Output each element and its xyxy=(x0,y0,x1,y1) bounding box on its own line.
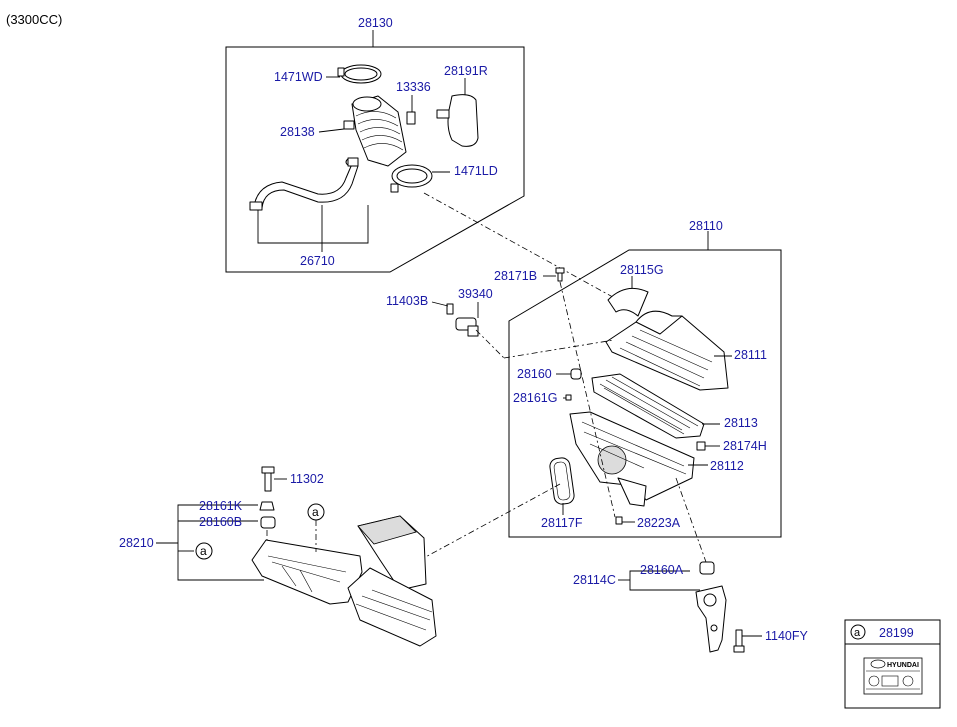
hyundai-label-plate: HYUNDAI xyxy=(863,657,923,695)
air-cleaner-body-28112-part xyxy=(569,411,695,507)
part-label-28174h[interactable]: 28174H xyxy=(723,439,767,453)
part-label-11302[interactable]: 11302 xyxy=(290,472,324,486)
part-label-28138[interactable]: 28138 xyxy=(280,125,315,139)
bolt-28171b-part xyxy=(555,267,565,282)
bracket-group-28114c: 28114C 28160A 1140FY xyxy=(573,561,809,653)
part-label-28115g[interactable]: 28115G xyxy=(620,263,664,277)
callout-a-left-text: a xyxy=(200,544,207,558)
pad-28117f-part xyxy=(549,457,575,505)
part-label-1140fy[interactable]: 1140FY xyxy=(765,629,809,643)
part-label-28191r[interactable]: 28191R xyxy=(444,64,488,78)
part-label-1471wd[interactable]: 1471WD xyxy=(274,70,323,84)
breather-hose-26710-part xyxy=(253,163,359,209)
sensor-39340-part xyxy=(446,303,479,337)
cover-28115g-part xyxy=(607,287,649,317)
group-label-28130[interactable]: 28130 xyxy=(358,16,393,30)
part-label-26710[interactable]: 26710 xyxy=(300,254,335,268)
air-duct-28210-part xyxy=(251,515,437,647)
bolt-1140fy-part xyxy=(733,629,745,653)
callout-a-top-text: a xyxy=(312,505,319,519)
part-label-28171b[interactable]: 28171B xyxy=(494,269,537,283)
group-28110: 28110 28171B 28115G 28111 28160 28161G xyxy=(494,219,782,538)
insulator-28160a-part xyxy=(699,561,715,575)
group-label-28110[interactable]: 28110 xyxy=(689,219,723,233)
part-label-28160b[interactable]: 28160B xyxy=(199,515,242,529)
part-label-39340[interactable]: 39340 xyxy=(458,287,493,301)
engine-variant-label: (3300CC) xyxy=(6,12,62,27)
part-label-28114c[interactable]: 28114C xyxy=(573,573,616,587)
intake-hose-28138-part xyxy=(343,95,407,167)
grommet-28161g-part xyxy=(565,394,572,401)
insulator-28160b-part xyxy=(260,516,276,529)
clamp-upper-part xyxy=(337,64,382,84)
clamp-lower-part xyxy=(390,164,433,193)
upper-cover-28111-part xyxy=(605,310,729,391)
hose-28191r-part xyxy=(447,94,479,147)
part-label-11403b[interactable]: 11403B xyxy=(386,294,428,308)
bracket-28114c-part xyxy=(695,585,727,653)
legend-28199: a 28199 HYUNDAI xyxy=(844,619,941,709)
filter-element-28113-part xyxy=(591,373,705,439)
part-label-28161g[interactable]: 28161G xyxy=(513,391,557,405)
callout-a-left xyxy=(195,542,213,560)
legend-callout-a-text: a xyxy=(854,627,861,639)
part-label-28223a[interactable]: 28223A xyxy=(637,516,681,530)
part-label-28161k[interactable]: 28161K xyxy=(199,499,243,513)
group-label-28210[interactable]: 28210 xyxy=(119,536,154,550)
legend-callout-a xyxy=(850,624,866,640)
label-plate-brand: HYUNDAI xyxy=(887,662,919,669)
hyundai-logo-icon xyxy=(870,659,886,669)
part-label-28160[interactable]: 28160 xyxy=(517,367,552,381)
group-28210: 28210 a 11302 28161K 28160B a xyxy=(119,466,437,647)
insulator-28160-part xyxy=(570,368,582,380)
grommet-28161k-part xyxy=(259,501,275,511)
group-28130: 28130 1471WD 13336 28191R 28138 xyxy=(225,16,525,273)
part-label-1471ld[interactable]: 1471LD xyxy=(454,164,498,178)
part-label-28117f[interactable]: 28117F xyxy=(541,516,583,530)
bolt-28223a-part xyxy=(615,516,623,525)
clip-28174h-part xyxy=(696,441,706,451)
bolt-11302-part xyxy=(261,466,275,492)
part-label-28111[interactable]: 28111 xyxy=(734,348,767,362)
legend-part-28199[interactable]: 28199 xyxy=(879,626,914,640)
part-label-28113[interactable]: 28113 xyxy=(724,416,758,430)
part-label-13336[interactable]: 13336 xyxy=(396,80,431,94)
part-label-28160a[interactable]: 28160A xyxy=(640,563,684,577)
part-label-28112[interactable]: 28112 xyxy=(710,459,744,473)
clip-13336-part xyxy=(406,111,416,125)
